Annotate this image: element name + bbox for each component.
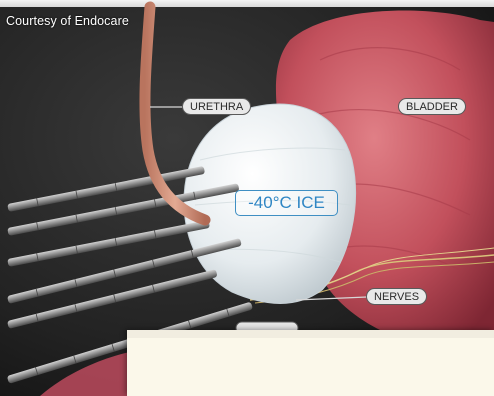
bladder-label: BLADDER — [398, 98, 466, 115]
image-credit: Courtesy of Endocare — [6, 14, 129, 28]
ice-temperature-label: -40°C ICE — [235, 190, 338, 216]
overlay-card-band — [127, 330, 494, 338]
top-border — [0, 0, 494, 7]
urethra-label: URETHRA — [182, 98, 251, 115]
overlay-card — [127, 330, 494, 396]
nerves-label: NERVES — [366, 288, 427, 305]
